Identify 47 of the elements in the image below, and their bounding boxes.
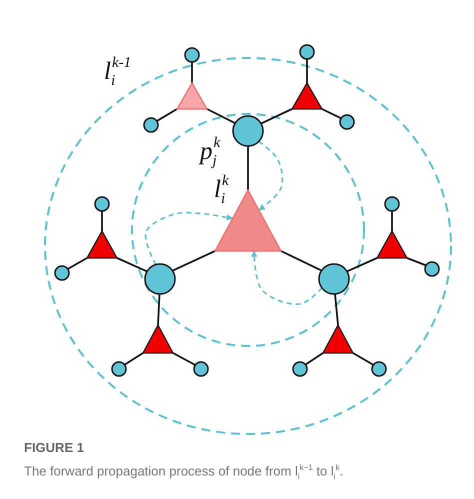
- triangle-node: [176, 82, 208, 110]
- dashed-arrow: [251, 250, 322, 305]
- triangle-node: [291, 82, 323, 110]
- small-circle-node: [94, 196, 110, 212]
- figure-caption: The forward propagation process of node from l$_{i}$$^{k−1}$ to l$_{i}$$^{k}$.: [24, 463, 344, 481]
- connector-line: [206, 108, 236, 124]
- small-circle-node: [54, 265, 70, 281]
- connector-line: [67, 257, 88, 270]
- triangle-node: [376, 230, 408, 259]
- connector-line: [191, 62, 193, 83]
- triangle-node: [86, 230, 118, 259]
- connector-line: [280, 250, 322, 272]
- connector-line: [260, 108, 292, 124]
- small-circle-node: [299, 44, 315, 60]
- connector-line: [322, 108, 342, 120]
- large-circle-node: [318, 263, 350, 295]
- small-circle-node: [384, 196, 400, 212]
- connector-line: [391, 211, 393, 231]
- large-circle-node: [144, 263, 176, 295]
- connector-line: [306, 59, 308, 83]
- small-circle-node: [184, 47, 200, 63]
- triangle-node: [322, 324, 354, 354]
- connector-line: [101, 211, 103, 231]
- dashed-arrow: [144, 212, 234, 265]
- small-circle-node: [143, 117, 159, 133]
- connector-line: [172, 250, 216, 272]
- small-circle-node: [193, 361, 209, 377]
- connector-line: [334, 294, 339, 326]
- triangle-node: [142, 324, 174, 354]
- dashed-arrow: [258, 140, 284, 211]
- small-circle-node: [292, 361, 308, 377]
- connector-line: [116, 257, 148, 272]
- connector-line: [305, 352, 324, 366]
- connector-line: [172, 352, 196, 366]
- connector-line: [352, 352, 374, 366]
- small-circle-node: [339, 114, 355, 130]
- figure-title: FIGURE 1: [24, 440, 84, 455]
- connector-line: [346, 257, 378, 272]
- small-circle-node: [424, 261, 440, 277]
- small-circle-node: [111, 361, 127, 377]
- connector-line: [156, 108, 178, 122]
- connector-line: [406, 257, 426, 266]
- small-circle-node: [371, 361, 387, 377]
- connector-line: [124, 352, 144, 366]
- connector-line: [247, 146, 249, 190]
- connector-line: [157, 294, 160, 326]
- large-circle-node: [232, 115, 264, 147]
